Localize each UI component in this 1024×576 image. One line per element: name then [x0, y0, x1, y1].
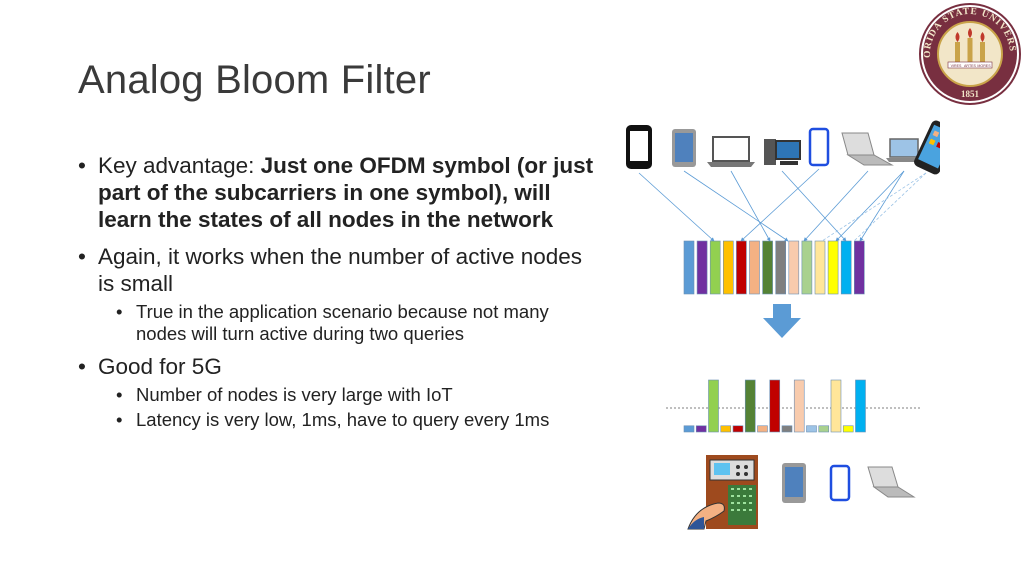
response-bar: [720, 425, 732, 433]
bullet-key-advantage: Key advantage: Just one OFDM symbol (or …: [74, 152, 594, 233]
subcarrier-bar: [723, 240, 734, 295]
subcarrier-bar: [814, 240, 826, 295]
response-row: [683, 379, 866, 433]
response-bar: [818, 425, 830, 433]
response-bar: [744, 379, 756, 433]
bullet-list: Key advantage: Just one OFDM symbol (or …: [74, 152, 594, 434]
subcarrier-bar: [749, 240, 760, 295]
florida-state-university-seal-icon: FLORIDA STATE UNIVERSITY 1851 VIRES ARTE…: [918, 2, 1021, 105]
response-bar: [781, 425, 793, 433]
response-bar: [732, 425, 744, 433]
slide-title: Analog Bloom Filter: [78, 58, 431, 102]
desktop-computer-icon: [764, 139, 801, 165]
response-bar: [683, 425, 695, 433]
response-bar: [855, 379, 866, 433]
response-bar: [757, 425, 768, 433]
laptop-small-icon: [886, 138, 922, 162]
smartphone-blue-icon: [829, 464, 851, 502]
bullet-key-advantage-emphasis: Just one OFDM symbol (or just part of th…: [98, 153, 594, 232]
subcarrier-bar: [854, 240, 865, 295]
seal-year: 1851: [961, 89, 980, 99]
sub-bullet-latency: Latency is very low, 1ms, have to query …: [74, 409, 594, 431]
laptop-gray-icon: [867, 466, 916, 498]
subcarrier-bar: [788, 240, 800, 295]
base-station-operator-icon: [687, 455, 758, 530]
response-bar: [793, 379, 805, 433]
sub-bullet-iot: Number of nodes is very large with IoT: [74, 384, 594, 406]
smartphone-blue-icon: [808, 127, 830, 167]
seal-artes: ARTES: [964, 64, 977, 68]
response-bar: [830, 379, 842, 433]
laptop-gray-icon: [841, 132, 894, 166]
tablet-icon: [782, 463, 806, 503]
laptop-icon: [707, 136, 755, 167]
subcarrier-bar: [801, 240, 813, 295]
mapping-arrows-dashed: [821, 172, 927, 242]
subcarrier-bar: [827, 240, 839, 295]
bullet-key-advantage-prefix: Key advantage:: [98, 153, 261, 178]
seal-mores: MORES: [977, 64, 991, 68]
subcarrier-bar: [736, 240, 747, 295]
bullet-active-nodes: Again, it works when the number of activ…: [74, 243, 594, 297]
subcarrier-row: [683, 240, 865, 295]
seal-vires: VIRES: [951, 64, 962, 68]
bloom-filter-diagram: [626, 120, 940, 530]
subcarrier-bar: [840, 240, 852, 295]
response-bar: [695, 425, 707, 433]
tablet-icon: [672, 129, 696, 167]
down-arrow-icon: [763, 304, 801, 338]
mapping-arrows: [638, 168, 905, 242]
response-bar: [806, 425, 817, 433]
subcarrier-bar: [709, 240, 721, 295]
response-bar: [708, 379, 719, 433]
response-bar: [842, 425, 854, 433]
subcarrier-bar: [762, 240, 773, 295]
iphone-icon: [914, 120, 940, 175]
smartphone-icon: [626, 125, 652, 169]
subcarrier-bar: [775, 240, 786, 295]
subcarrier-bar: [683, 240, 695, 295]
bullet-good-for-5g: Good for 5G: [74, 353, 594, 380]
response-bar: [769, 379, 781, 433]
sub-bullet-application-scenario: True in the application scenario because…: [74, 301, 594, 345]
subcarrier-bar: [696, 240, 708, 295]
